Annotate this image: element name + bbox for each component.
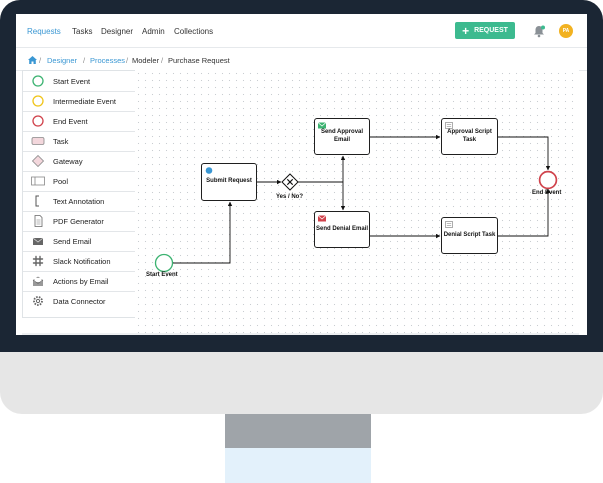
control-text-annotation[interactable]: Text Annotation: [23, 191, 136, 212]
breadcrumb-processes[interactable]: Processes: [90, 56, 126, 65]
pool-icon: [31, 176, 45, 186]
control-label: Pool: [53, 177, 69, 186]
gear-icon: [33, 296, 43, 306]
control-label: End Event: [53, 117, 88, 126]
control-label: Actions by Email: [53, 277, 109, 286]
control-label: Task: [53, 137, 69, 146]
monitor-stand: [225, 414, 371, 448]
control-start-event[interactable]: Start Event: [23, 71, 136, 92]
breadcrumb-designer[interactable]: Designer: [47, 56, 78, 65]
modeler-canvas[interactable]: [135, 70, 579, 333]
monitor-frame: Requests Tasks Designer Admin Collection…: [0, 0, 603, 352]
nav-admin[interactable]: Admin: [142, 27, 165, 36]
document-icon: [34, 215, 43, 227]
bracket-icon: [35, 195, 39, 207]
control-slack-notification[interactable]: Slack Notification: [23, 251, 136, 272]
canvas-bottom-edge: [22, 333, 579, 335]
nav-tasks[interactable]: Tasks: [72, 27, 93, 36]
control-label: Gateway: [53, 157, 83, 166]
diamond-icon: [31, 155, 45, 167]
controls-palette: Start Event Intermediate Event End Event…: [22, 70, 137, 318]
bell-icon[interactable]: [532, 24, 546, 38]
new-request-label: REQUEST: [474, 27, 508, 34]
control-label: Send Email: [53, 237, 92, 246]
breadcrumb-separator: /: [161, 56, 164, 65]
plus-icon: +: [462, 23, 470, 38]
breadcrumb-separator: /: [83, 56, 86, 65]
end-event-node[interactable]: [538, 170, 558, 190]
control-send-email[interactable]: Send Email: [23, 231, 136, 252]
control-data-connector[interactable]: Data Connector: [23, 291, 136, 311]
user-task-icon: [205, 167, 213, 174]
task-submit-request[interactable]: Submit Request: [201, 163, 257, 201]
task-send-denial-email[interactable]: Send Denial Email: [314, 211, 370, 248]
task-rectangle-icon: [31, 137, 45, 145]
exclusive-gateway[interactable]: [281, 173, 299, 191]
envelope-icon: [318, 215, 326, 222]
script-icon: [445, 122, 453, 129]
breadcrumb-modeler: Modeler: [132, 56, 160, 65]
task-label: Approval Script Task: [447, 129, 492, 143]
task-approval-script[interactable]: Approval Script Task: [441, 118, 498, 155]
control-label: Start Event: [53, 77, 91, 86]
control-pdf-generator[interactable]: PDF Generator: [23, 211, 136, 232]
task-label: Send Approval Email: [320, 129, 364, 143]
control-gateway[interactable]: Gateway: [23, 151, 136, 172]
start-event-label: Start Event: [146, 272, 178, 278]
task-label: Denial Script Task: [443, 231, 496, 238]
circle-yellow-icon: [32, 95, 44, 107]
user-avatar[interactable]: PA: [559, 24, 573, 38]
task-denial-script[interactable]: Denial Script Task: [441, 217, 498, 254]
top-navigation: Requests Tasks Designer Admin Collection…: [16, 14, 587, 48]
nav-requests[interactable]: Requests: [27, 27, 61, 36]
control-label: Slack Notification: [53, 257, 111, 266]
home-icon[interactable]: [28, 56, 37, 64]
envelope-icon: [318, 122, 326, 129]
app-screen: Requests Tasks Designer Admin Collection…: [16, 14, 587, 335]
envelope-icon: [32, 237, 44, 245]
monitor-stand-base: [225, 448, 371, 483]
control-label: Data Connector: [53, 297, 106, 306]
circle-red-icon: [32, 115, 44, 127]
task-send-approval-email[interactable]: Send Approval Email: [314, 118, 370, 155]
end-event-label: End Event: [532, 190, 562, 196]
breadcrumb: / Designer / Processes / Modeler / Purch…: [16, 48, 587, 71]
control-end-event[interactable]: End Event: [23, 111, 136, 132]
task-label: Submit Request: [206, 178, 252, 185]
task-label: Send Denial Email: [315, 225, 369, 232]
breadcrumb-purchase-request: Purchase Request: [168, 56, 230, 65]
breadcrumb-separator: /: [39, 56, 42, 65]
envelope-open-icon: [32, 276, 44, 286]
control-pool[interactable]: Pool: [23, 171, 136, 192]
gateway-label: Yes / No?: [276, 194, 304, 200]
script-icon: [445, 221, 453, 228]
control-actions-by-email[interactable]: Actions by Email: [23, 271, 136, 292]
control-label: Intermediate Event: [53, 97, 116, 106]
control-label: Text Annotation: [53, 197, 105, 206]
slack-icon: [32, 255, 44, 267]
nav-collections[interactable]: Collections: [174, 27, 214, 36]
monitor-chin: [0, 352, 603, 414]
circle-green-icon: [32, 75, 44, 87]
control-task[interactable]: Task: [23, 131, 136, 152]
control-label: PDF Generator: [53, 217, 104, 226]
new-request-button[interactable]: + REQUEST: [455, 22, 515, 39]
nav-designer[interactable]: Designer: [101, 27, 134, 36]
breadcrumb-separator: /: [126, 56, 129, 65]
start-event-node[interactable]: [154, 253, 174, 273]
control-intermediate-event[interactable]: Intermediate Event: [23, 91, 136, 112]
